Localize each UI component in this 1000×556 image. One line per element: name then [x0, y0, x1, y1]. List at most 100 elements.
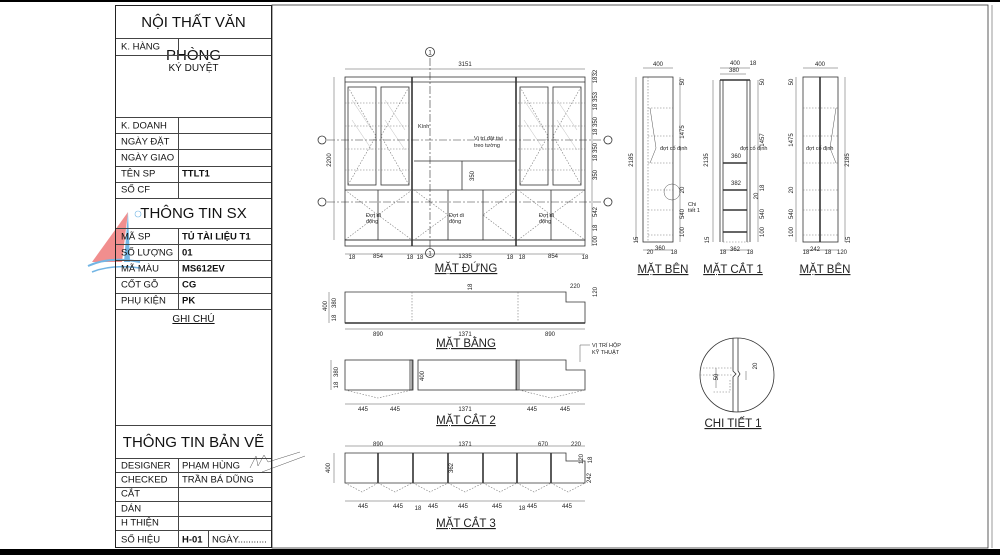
dimension-label: 50: [789, 78, 795, 85]
row-label: PHỤ KIỆN: [121, 295, 166, 307]
dimension-label: 400: [323, 300, 329, 311]
dimension-label: 890: [545, 332, 556, 338]
annotation: động: [366, 219, 378, 225]
dimension-label: 120: [579, 453, 585, 464]
bv-title: THÔNG TIN BẢN VẼ: [116, 426, 271, 459]
company-logo: [87, 210, 142, 273]
dimension-label: 1475: [789, 133, 795, 147]
section-view-1: [712, 67, 759, 251]
dimension-label: 350: [593, 142, 599, 153]
dimension-label: 15: [705, 236, 711, 243]
dimension-label: 360: [731, 154, 742, 160]
dimension-label: 1371: [458, 442, 472, 448]
dimension-label: 854: [548, 254, 559, 260]
dimension-label: 18: [593, 76, 599, 83]
notes-label-wrap: GHI CHÚ: [116, 314, 271, 325]
dimension-label: 18: [588, 456, 594, 463]
dimension-label: 50: [760, 78, 766, 85]
row-label: TÊN SP: [121, 168, 156, 180]
dimension-label: 350: [470, 170, 476, 181]
dimension-label: 445: [527, 504, 538, 510]
dimension-label: 445: [393, 504, 404, 510]
title-block-row: H THIỆN: [116, 516, 271, 531]
title-block-row: TÊN SP TTLT1: [116, 166, 271, 183]
dimension-label: 540: [789, 208, 795, 219]
dimension-label: 445: [560, 407, 571, 413]
dimension-label: 242: [810, 247, 821, 253]
row-label: SỐ CF: [121, 184, 151, 196]
title-block-row: K. DOANH: [116, 118, 271, 135]
k-hang-row: K. HÀNG: [116, 39, 271, 56]
dimension-label: 2185: [629, 153, 635, 167]
dimension-label: 400: [326, 462, 332, 473]
dimension-label: 400: [420, 370, 426, 381]
row-label: NGÀY ĐẶT: [121, 136, 170, 148]
row-value: PHẠM HÙNG: [182, 460, 241, 472]
row-label: DÁN: [121, 503, 142, 515]
grid-label: 1: [428, 51, 432, 57]
dimension-label: 380: [729, 68, 740, 74]
annotation: treo tường: [474, 143, 500, 149]
row-label: DESIGNER: [121, 460, 171, 472]
row-value: CG: [182, 279, 197, 291]
dimension-label: 18: [407, 255, 414, 261]
dimension-label: 380: [332, 297, 338, 308]
annotation: đợt cố định: [740, 146, 767, 152]
annotation: Đợt di: [539, 213, 554, 219]
dimension-label: 445: [492, 504, 503, 510]
dimension-label: 18: [349, 255, 356, 261]
title-block-row: CỐT GỖ CG: [116, 277, 271, 294]
dimension-label: 18: [334, 381, 340, 388]
dimension-label: 2135: [704, 153, 710, 167]
ky-duyet-label: KÝ DUYỆT: [168, 63, 219, 74]
dimension-label: 20: [647, 250, 654, 256]
side-view-1: [635, 67, 681, 251]
dimension-label: 18: [582, 255, 589, 261]
row-label: CỐT GỖ: [121, 279, 159, 291]
view-title: MẶT BÊN: [800, 263, 851, 276]
annotation: đợt cố định: [660, 146, 687, 152]
annotation: Đợt di: [449, 213, 464, 219]
notes-area: GHI CHÚ: [116, 310, 271, 426]
title-block: NỘI THẤT VĂN PHÒNG K. HÀNG KÝ DUYỆT K. D…: [115, 5, 272, 548]
view-title: MẶT CẮT 3: [436, 517, 496, 530]
side-view-2: [795, 67, 846, 251]
view-title: MẶT ĐỨNG: [435, 262, 498, 275]
dimension-label: 1475: [680, 125, 686, 139]
dimension-label: 20: [680, 186, 686, 193]
dimension-label: 18: [332, 314, 338, 321]
section-view-2: [330, 344, 590, 405]
dimension-label: 360: [655, 246, 666, 252]
dimension-label: 400: [730, 61, 741, 67]
dimension-label: 220: [571, 442, 582, 448]
row-value: 01: [182, 247, 193, 259]
ky-duyet-row: KÝ DUYỆT: [116, 56, 271, 118]
row-label: MÃ SP: [121, 231, 151, 243]
dimension-label: 20: [753, 362, 759, 369]
dimension-label: 18: [507, 255, 514, 261]
dimension-label: 1371: [458, 407, 472, 413]
dimension-label: 382: [731, 181, 742, 187]
row-value: TỦ TÀI LIỆU T1: [182, 231, 251, 243]
dimension-label: 670: [538, 442, 549, 448]
row-value: TTLT1: [182, 168, 210, 180]
dimension-label: 362: [449, 462, 455, 473]
dimension-label: 18: [417, 255, 424, 261]
title-block-row: DESIGNER PHẠM HÙNG: [116, 459, 271, 474]
dimension-label: 18: [593, 128, 599, 135]
dimension-label: 890: [373, 332, 384, 338]
row-value: TRẦN BÁ DŨNG: [182, 474, 254, 486]
dimension-label: 445: [390, 407, 401, 413]
k-hang-label: K. HÀNG: [121, 41, 161, 53]
annotation: tiết 1: [688, 208, 700, 214]
dimension-label: 445: [458, 504, 469, 510]
dimension-label: 445: [527, 407, 538, 413]
annotation: Đợt di: [366, 213, 381, 219]
annotation: Chi: [688, 202, 696, 208]
front-elevation-view: [317, 47, 613, 258]
view-title: MẶT BÊN: [638, 263, 689, 276]
